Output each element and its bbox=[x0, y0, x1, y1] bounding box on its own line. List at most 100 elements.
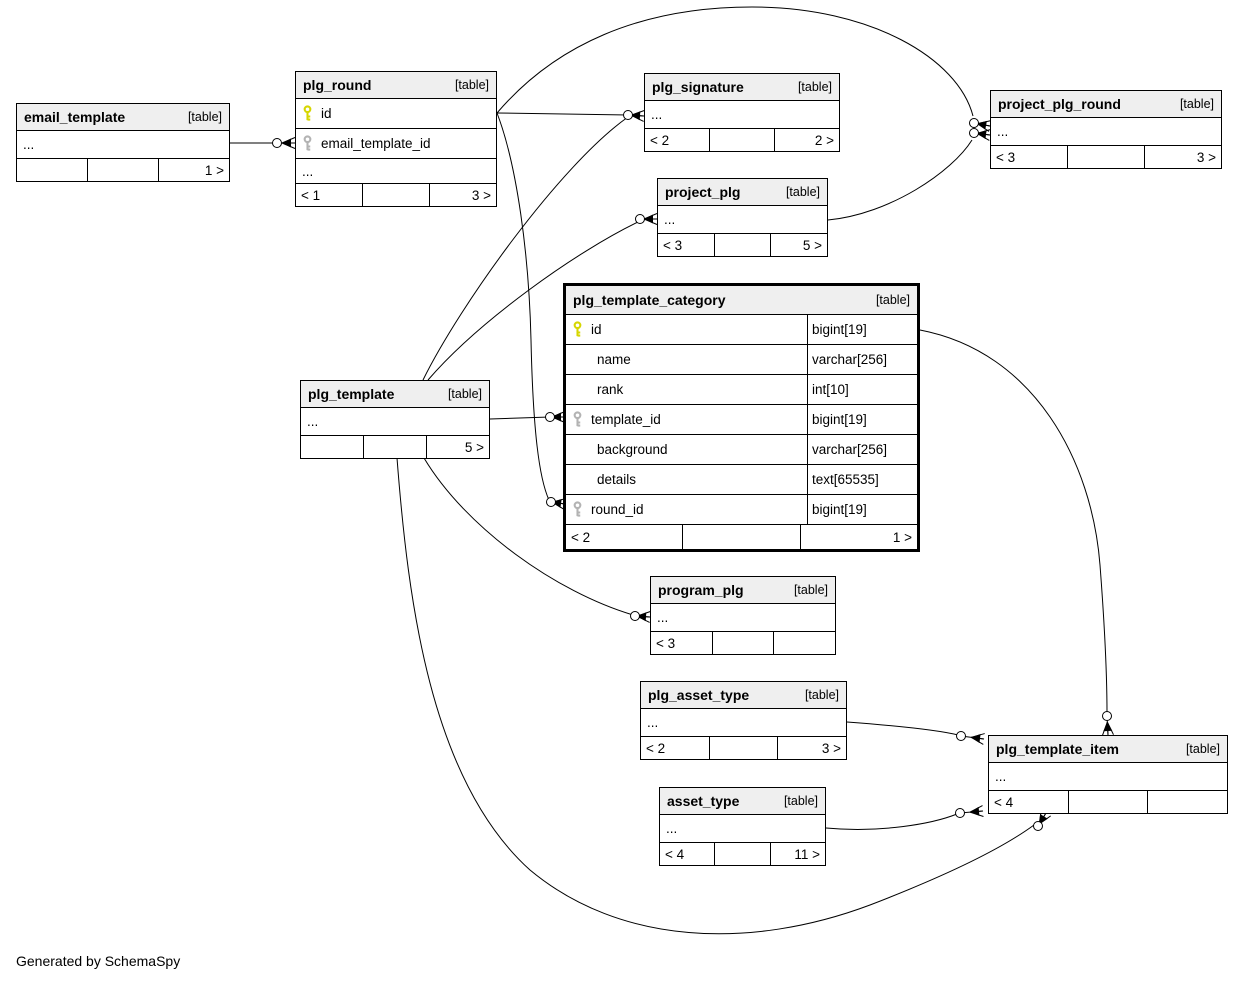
footer-mid-cell bbox=[708, 737, 778, 759]
crow-foot-connector bbox=[635, 214, 645, 224]
footer-mid-cell bbox=[363, 436, 426, 458]
table-footer: 5 > bbox=[301, 436, 489, 458]
relationship-path-plg_template-plg_template_item bbox=[396, 457, 1035, 935]
table-project_plg_round[interactable]: project_plg_round [table] ... < 3 3 > bbox=[990, 90, 1222, 169]
relationship-path-asset_type-plg_template_item bbox=[825, 813, 958, 830]
table-title[interactable]: asset_type bbox=[667, 793, 740, 809]
table-title[interactable]: email_template bbox=[24, 109, 126, 125]
footer-parents-count: < 2 bbox=[571, 529, 591, 545]
crow-foot-connector bbox=[971, 734, 981, 743]
footer-children-count: 1 > bbox=[158, 159, 229, 181]
table-project_plg[interactable]: project_plg [table] ... < 3 5 > bbox=[657, 178, 828, 257]
footer-children-count bbox=[773, 632, 835, 654]
footer-children-count: 5 > bbox=[770, 234, 827, 256]
column-name: id bbox=[591, 322, 602, 337]
table-title[interactable]: plg_signature bbox=[652, 79, 744, 95]
crow-foot-connector bbox=[1102, 711, 1112, 721]
table-type-tag: [table] bbox=[783, 794, 818, 808]
columns-ellipsis: ... bbox=[658, 206, 827, 234]
crow-foot-connector bbox=[637, 612, 647, 622]
footer-parents-count: < 2 bbox=[646, 740, 666, 756]
column-name: round_id bbox=[591, 502, 644, 517]
table-program_plg[interactable]: program_plg [table] ... < 3 bbox=[650, 576, 836, 655]
crow-foot-connector bbox=[977, 120, 987, 130]
column-row: details text[65535] bbox=[566, 465, 917, 495]
table-plg_template[interactable]: plg_template [table] ... 5 > bbox=[300, 380, 490, 459]
table-type-tag: [table] bbox=[1179, 97, 1214, 111]
footer-mid-cell bbox=[87, 159, 158, 181]
footer-children-count: 11 > bbox=[769, 843, 825, 865]
relationship-path-plg_round-plg_signature bbox=[496, 112, 629, 116]
columns-ellipsis: ... bbox=[989, 763, 1227, 791]
crow-foot-connector bbox=[1033, 821, 1043, 831]
table-title[interactable]: program_plg bbox=[658, 582, 744, 598]
table-plg_template_category[interactable]: plg_template_category [table] id bigint[… bbox=[563, 283, 920, 552]
table-type-tag: [table] bbox=[804, 688, 839, 702]
table-header: plg_template [table] bbox=[301, 381, 489, 408]
column-row: name varchar[256] bbox=[566, 345, 917, 375]
table-header: plg_round [table] bbox=[296, 72, 496, 99]
columns-ellipsis: ... bbox=[991, 118, 1221, 146]
footer-parents-count: < 3 bbox=[996, 149, 1016, 165]
column-type: bigint[19] bbox=[807, 495, 917, 524]
footer-children-count: 5 > bbox=[426, 436, 489, 458]
table-footer: < 2 3 > bbox=[641, 737, 846, 759]
columns-ellipsis: ... bbox=[641, 709, 846, 737]
table-title[interactable]: project_plg_round bbox=[998, 96, 1121, 112]
crow-foot-connector bbox=[977, 130, 987, 139]
table-type-tag: [table] bbox=[797, 80, 832, 94]
table-plg_asset_type[interactable]: plg_asset_type [table] ... < 2 3 > bbox=[640, 681, 847, 760]
table-type-tag: [table] bbox=[785, 185, 820, 199]
table-title[interactable]: project_plg bbox=[665, 184, 741, 200]
table-footer: < 4 bbox=[989, 791, 1227, 813]
crow-foot-connector bbox=[552, 498, 562, 508]
table-title[interactable]: plg_template_item bbox=[996, 741, 1119, 757]
column-name: rank bbox=[597, 382, 624, 397]
table-footer: < 3 3 > bbox=[991, 146, 1221, 168]
table-header: project_plg [table] bbox=[658, 179, 827, 206]
relationship-path-plg_template-plg_template_category bbox=[489, 416, 551, 420]
table-type-tag: [table] bbox=[875, 293, 910, 307]
table-plg_template_item[interactable]: plg_template_item [table] ... < 4 bbox=[988, 735, 1228, 814]
table-plg_round[interactable]: plg_round [table] id email_template_id .… bbox=[295, 71, 497, 207]
table-type-tag: [table] bbox=[447, 387, 482, 401]
column-row: id bbox=[296, 99, 496, 129]
crow-foot-connector bbox=[644, 214, 653, 224]
footer-parents-count: < 4 bbox=[994, 794, 1014, 810]
footer-parents-count: < 3 bbox=[663, 237, 683, 253]
footer-mid-cell bbox=[1067, 146, 1144, 168]
footer-children-count bbox=[1147, 791, 1227, 813]
table-type-tag: [table] bbox=[1185, 742, 1220, 756]
crow-foot-connector bbox=[552, 412, 561, 422]
column-type: bigint[19] bbox=[807, 405, 917, 434]
foreign-key-icon bbox=[573, 501, 582, 517]
table-title[interactable]: plg_round bbox=[303, 77, 372, 93]
columns-ellipsis: ... bbox=[651, 604, 835, 632]
footer-mid-cell bbox=[1067, 791, 1148, 813]
column-name: template_id bbox=[591, 412, 661, 427]
footer-mid-cell bbox=[711, 632, 774, 654]
table-plg_signature[interactable]: plg_signature [table] ... < 2 2 > bbox=[644, 73, 840, 152]
column-row: rank int[10] bbox=[566, 375, 917, 405]
relationship-path-plg_template-program_plg bbox=[423, 457, 634, 616]
crow-foot-connector bbox=[282, 138, 291, 148]
footer-children-count: 1 > bbox=[799, 525, 917, 549]
column-type: varchar[256] bbox=[807, 345, 917, 374]
table-footer: < 3 bbox=[651, 632, 835, 654]
table-header: plg_template_item [table] bbox=[989, 736, 1227, 763]
crow-foot-connector bbox=[623, 110, 633, 120]
column-row: round_id bigint[19] bbox=[566, 495, 917, 525]
table-title[interactable]: plg_template_category bbox=[573, 292, 726, 308]
crow-foot-connector bbox=[956, 731, 966, 741]
crow-foot-connector bbox=[631, 111, 641, 121]
table-asset_type[interactable]: asset_type [table] ... < 4 11 > bbox=[659, 787, 826, 866]
table-type-tag: [table] bbox=[187, 110, 222, 124]
table-title[interactable]: plg_template bbox=[308, 386, 395, 402]
column-type: text[65535] bbox=[807, 465, 917, 494]
column-row: background varchar[256] bbox=[566, 435, 917, 465]
columns-ellipsis: ... bbox=[301, 408, 489, 436]
table-email_template[interactable]: email_template [table] ... 1 > bbox=[16, 103, 230, 182]
table-title[interactable]: plg_asset_type bbox=[648, 687, 750, 703]
primary-key-icon bbox=[303, 105, 312, 121]
